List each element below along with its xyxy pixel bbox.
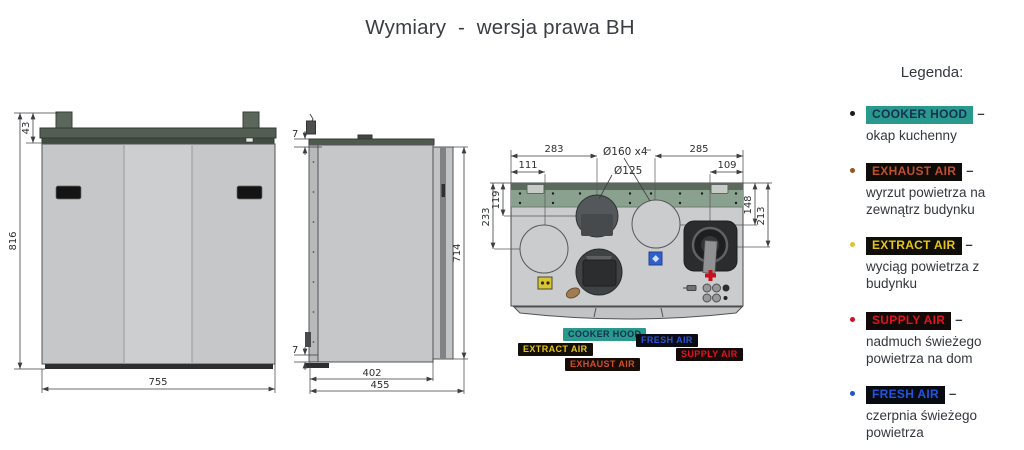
bullet-icon (850, 242, 855, 248)
top-dim-span-right: 285 (689, 144, 708, 155)
front-base (45, 364, 273, 369)
side-dim-gap-bottom: 7 (292, 345, 298, 356)
gasket-icon (565, 287, 581, 299)
side-door-edge (308, 144, 319, 363)
top-dim-offset-left: 111 (518, 160, 537, 171)
bullet-icon (850, 391, 855, 397)
side-dim-depth-body: 402 (362, 368, 381, 379)
top-dim-cooker-y: 119 (491, 190, 502, 209)
valve-icon (705, 270, 716, 281)
top-bracket-right (710, 184, 729, 194)
front-dim-top-offset: 43 (21, 122, 32, 135)
legend-title: Legenda: (900, 64, 964, 81)
top-dim-offset-right: 109 (717, 160, 736, 171)
top-dim-ports-diameter: Ø160 x4 (603, 146, 648, 158)
front-rail-lower (41, 137, 275, 145)
top-bracket-left (526, 184, 545, 194)
front-view: 43 816 755 (8, 111, 277, 393)
side-dim-height: 714 (452, 243, 463, 262)
legend-desc: nadmuch świeżego powietrza na dom (866, 333, 982, 366)
legend-item-supply-air: SUPPLY AIR– nadmuch świeżego powietrza n… (848, 311, 1016, 367)
fresh-air-port (631, 199, 681, 249)
extract-air-tag: EXTRACT AIR (518, 343, 593, 356)
legend-desc: wyciąg powietrza z budynku (866, 259, 980, 292)
front-dim-height: 816 (8, 231, 19, 250)
legend-dash: – (948, 386, 957, 402)
legend-desc: wyrzut powietrza na zewnątrz budynku (866, 184, 986, 218)
exhaust-air-tag: EXHAUST AIR (565, 358, 641, 371)
front-handle-right (236, 185, 263, 200)
legend-dash: – (955, 311, 963, 327)
cooker-hood-tag: COOKER HOOD (563, 328, 647, 341)
legend-item-cooker-hood: COOKER HOOD– okap kuchenny (848, 105, 1016, 144)
supply-air-port (683, 220, 738, 274)
side-body (317, 144, 434, 363)
top-rail-bolts (518, 192, 738, 205)
technical-drawing: 43 816 755 (8, 111, 772, 394)
front-bracket-right (242, 111, 260, 130)
side-hinge (305, 332, 311, 347)
top-dim-supply-y: 213 (756, 206, 767, 225)
legend-item-extract-air: EXTRACT AIR– wyciąg powietrza z budynku (848, 236, 1016, 292)
legend-desc: okap kuchenny (866, 127, 957, 143)
side-dim-gap-top: 7 (292, 129, 298, 140)
side-base (305, 363, 329, 368)
fresh-air-tag: FRESH AIR (636, 334, 698, 347)
legend-item-exhaust-air: EXHAUST AIR– wyrzut powietrza na zewnątr… (848, 162, 1016, 218)
exhaust-air-port (575, 248, 623, 296)
legend-chip: EXTRACT AIR (866, 237, 962, 256)
top-dim-extract-y: 233 (481, 207, 492, 226)
legend-dash: – (977, 106, 985, 121)
bullet-icon (850, 168, 855, 174)
side-back-latch (441, 184, 445, 197)
supply-pipe (702, 240, 718, 274)
legend-chip: COOKER HOOD (866, 106, 974, 124)
top-rail-green (511, 190, 743, 207)
side-roof (308, 138, 435, 146)
side-view: 7 7 714 402 455 (292, 113, 468, 394)
extract-air-port (519, 224, 569, 274)
side-door-screws (312, 161, 315, 343)
legend: Legenda: COOKER HOOD– okap kuchenny EXHA… (848, 64, 1016, 450)
legend-dash: – (965, 237, 973, 253)
legend-chip: SUPPLY AIR (866, 311, 952, 330)
legend-item-fresh-air: FRESH AIR– czerpnia świeżego powietrza (848, 385, 1016, 441)
warning-sticker-icon (537, 276, 553, 290)
legend-chip: EXHAUST AIR (866, 163, 963, 181)
front-bracket-left (55, 111, 73, 130)
supply-air-tag: SUPPLY AIR (676, 348, 743, 361)
top-view: 283 285 Ø160 x4 Ø125 111 109 119 233 148… (481, 144, 772, 320)
top-dim-span-left: 283 (544, 144, 563, 155)
cooker-hood-port (575, 194, 619, 238)
top-front-skirt (512, 306, 744, 320)
front-rail-latch (245, 137, 254, 143)
top-dim-fresh-y: 148 (743, 195, 754, 214)
side-dim-depth-total: 455 (370, 380, 389, 391)
top-rail-dark (511, 183, 743, 190)
front-dim-width: 755 (148, 377, 167, 388)
legend-chip: FRESH AIR (866, 386, 945, 404)
front-middle-panel (124, 144, 192, 364)
connector-ports (683, 283, 730, 303)
page-title: Wymiary - wersja prawa BH (365, 16, 635, 39)
front-handle-left (55, 185, 82, 200)
front-top-rail (39, 127, 277, 139)
side-bracket (306, 120, 316, 135)
legend-desc: czerpnia świeżego powietrza (866, 407, 978, 441)
fan-sticker-icon (648, 251, 663, 266)
top-dim-cooker-diameter: Ø125 (614, 165, 642, 177)
bullet-icon (850, 111, 855, 116)
legend-dash: – (966, 163, 974, 179)
side-back-stripe (440, 147, 446, 359)
bullet-icon (850, 316, 855, 322)
